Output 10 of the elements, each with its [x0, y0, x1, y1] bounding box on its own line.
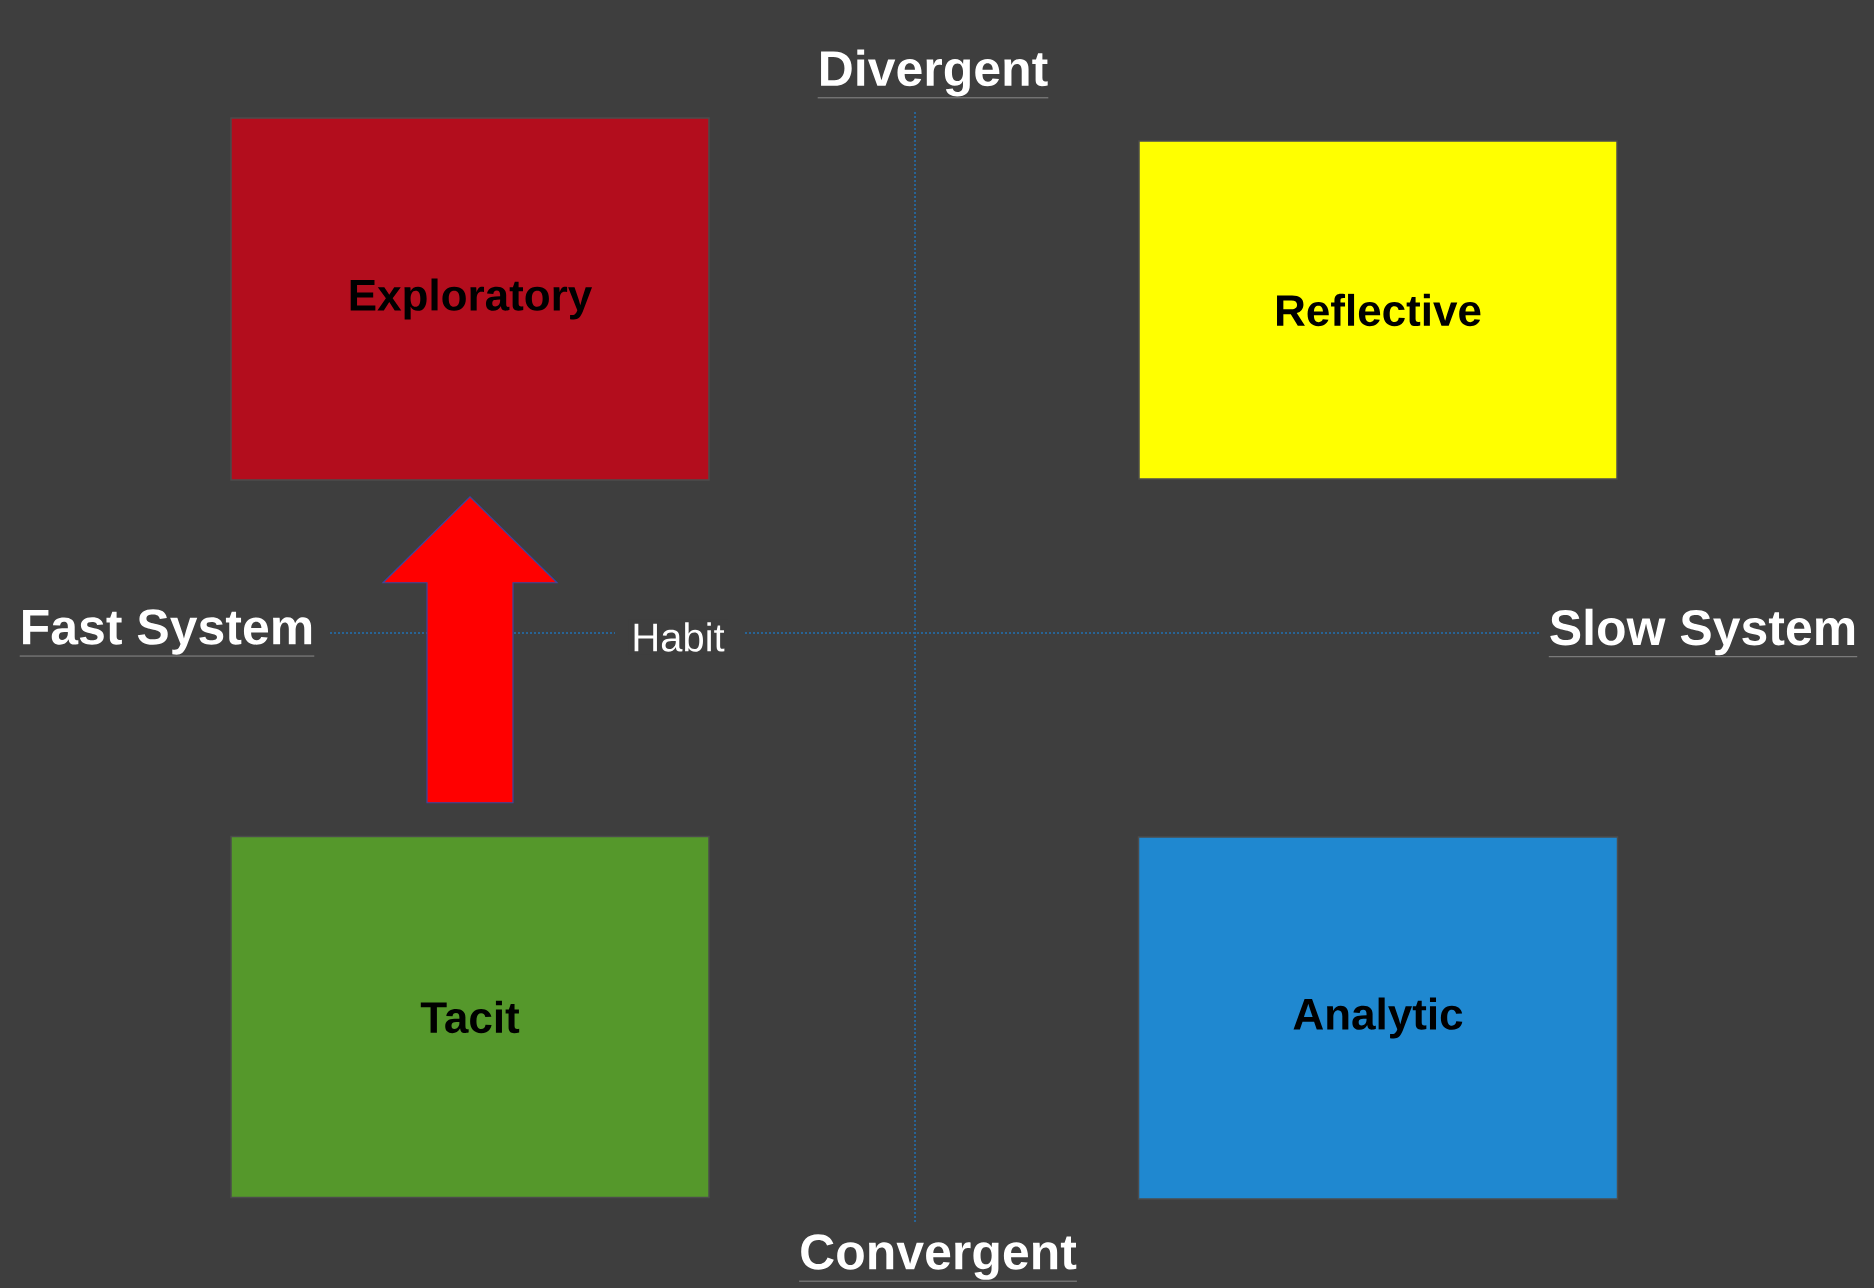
axis-label: Convergent — [798, 1234, 1078, 1282]
quadrant-box: Exploratory — [230, 117, 710, 481]
quadrant-box: Reflective — [1138, 140, 1618, 480]
quadrant-box: Analytic — [1137, 836, 1619, 1200]
quadrant-box: Tacit — [230, 835, 710, 1199]
block-arrow — [381, 495, 559, 804]
edge-label: Habit — [628, 619, 728, 655]
axis-label: Divergent — [817, 49, 1049, 98]
axis-label: Slow System — [1548, 608, 1858, 657]
axis-label: Fast System — [19, 609, 315, 657]
